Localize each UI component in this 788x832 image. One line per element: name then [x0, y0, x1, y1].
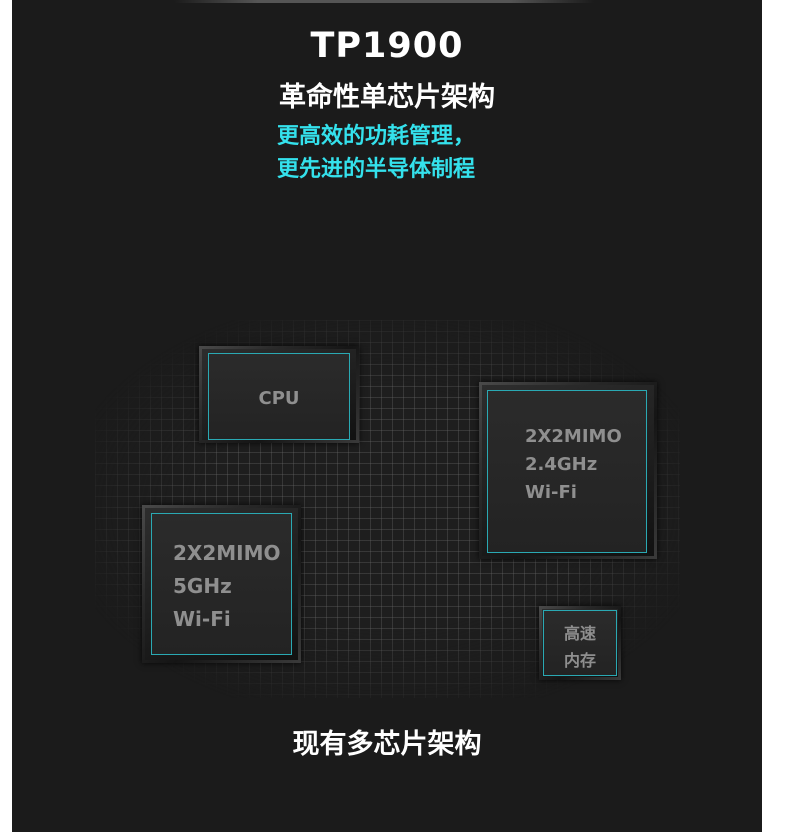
- chip-wifi-2-4ghz: 2X2MIMO 2.4GHz Wi-Fi: [479, 382, 657, 559]
- product-panel: TP1900 革命性单芯片架构 更高效的功耗管理， 更先进的半导体制程 CPU …: [12, 0, 762, 832]
- chip-wifi-5ghz-line-3: Wi-Fi: [173, 607, 231, 631]
- chip-memory-face: 高速 内存: [543, 610, 617, 676]
- chip-cpu-label: CPU: [258, 388, 300, 409]
- chip-memory-line-2: 内存: [563, 651, 596, 670]
- chip-wifi-5ghz: 2X2MIMO 5GHz Wi-Fi: [142, 505, 301, 663]
- product-subtitle: 革命性单芯片架构: [279, 82, 495, 113]
- chip-cpu-face: CPU: [208, 353, 350, 440]
- chip-wifi-2-4ghz-face: 2X2MIMO 2.4GHz Wi-Fi: [487, 390, 647, 553]
- chip-cpu: CPU: [199, 346, 359, 443]
- chip-wifi-2-4ghz-line-1: 2X2MIMO: [525, 426, 622, 447]
- chip-wifi-2-4ghz-line-3: Wi-Fi: [525, 482, 577, 503]
- chip-wifi-5ghz-face: 2X2MIMO 5GHz Wi-Fi: [151, 513, 292, 655]
- feature-power: 更高效的功耗管理，: [277, 124, 476, 149]
- chip-memory: 高速 内存: [539, 606, 621, 680]
- chip-wifi-5ghz-line-2: 5GHz: [173, 574, 232, 598]
- top-divider: [174, 0, 594, 3]
- diagram-caption: 现有多芯片架构: [292, 729, 482, 760]
- chip-memory-line-1: 高速: [563, 624, 596, 643]
- chip-wifi-5ghz-line-1: 2X2MIMO: [173, 541, 281, 565]
- feature-process: 更先进的半导体制程: [277, 157, 476, 182]
- product-title: TP1900: [310, 26, 464, 66]
- chip-wifi-2-4ghz-line-2: 2.4GHz: [525, 454, 598, 475]
